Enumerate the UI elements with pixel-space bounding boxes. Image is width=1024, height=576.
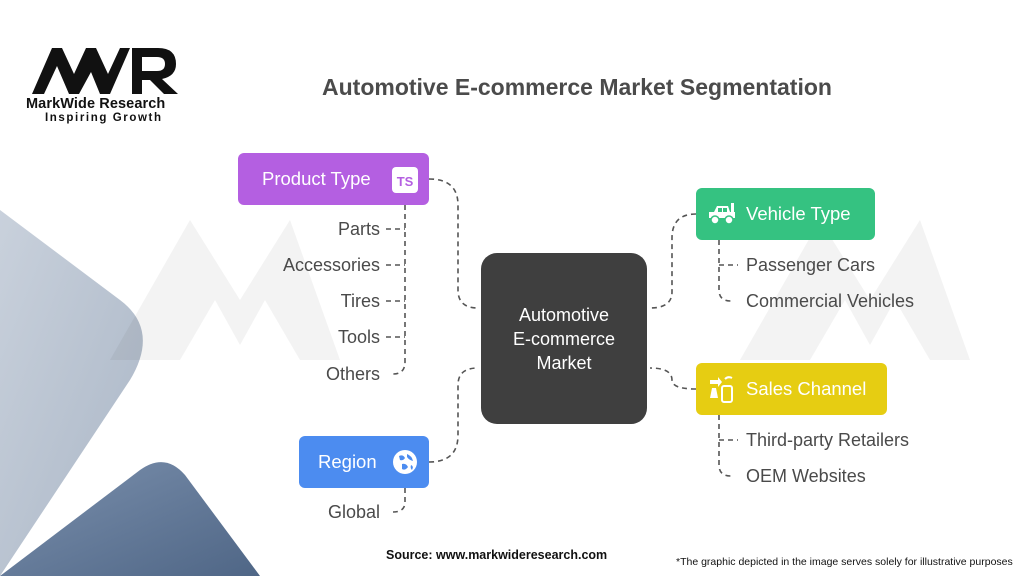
ts-icon: TS <box>391 166 419 194</box>
product-type-label: Product Type <box>262 168 371 189</box>
product-type-node: Product Type TS <box>238 153 429 205</box>
brand-tagline: Inspiring Growth <box>45 112 163 124</box>
region-label: Region <box>318 451 377 472</box>
list-item: OEM Websites <box>746 466 866 486</box>
list-item: Parts <box>337 219 380 239</box>
list-item: Passenger Cars <box>746 255 876 275</box>
svg-text:TS: TS <box>397 174 414 189</box>
sales-channel-node: Sales Channel <box>696 363 887 415</box>
vehicle-type-node: Vehicle Type <box>696 188 875 240</box>
region-node: Region <box>299 436 429 488</box>
connector-lines <box>386 178 738 513</box>
list-item: Accessories <box>282 255 380 275</box>
globe-icon <box>391 448 419 476</box>
center-node: Automotive E-commerce Market <box>481 253 647 424</box>
jeep-icon <box>706 200 738 228</box>
sales-channel-label: Sales Channel <box>746 378 867 399</box>
center-line-2: E-commerce <box>512 328 615 349</box>
bg-shape-light <box>0 210 143 576</box>
center-line-3: Market <box>536 352 592 373</box>
center-line-1: Automotive <box>518 304 610 325</box>
brand-name: MarkWide Research <box>26 96 166 112</box>
list-item: Others <box>325 364 380 384</box>
list-item: Tools <box>337 327 380 347</box>
page-title: Automotive E-commerce Market Segmentatio… <box>322 74 832 100</box>
exchange-icon <box>706 374 736 404</box>
watermark-logo <box>110 220 970 360</box>
list-item: Commercial Vehicles <box>746 291 915 311</box>
source-text: Source: www.markwideresearch.com <box>386 548 608 562</box>
list-item: Global <box>327 502 380 522</box>
disclaimer-text: *The graphic depicted in the image serve… <box>676 556 1013 568</box>
list-item: Third-party Retailers <box>746 430 910 450</box>
markwide-logo-icon <box>32 48 178 94</box>
list-item: Tires <box>340 291 380 311</box>
bg-shape-dark <box>0 462 260 576</box>
vehicle-type-label: Vehicle Type <box>746 203 851 224</box>
